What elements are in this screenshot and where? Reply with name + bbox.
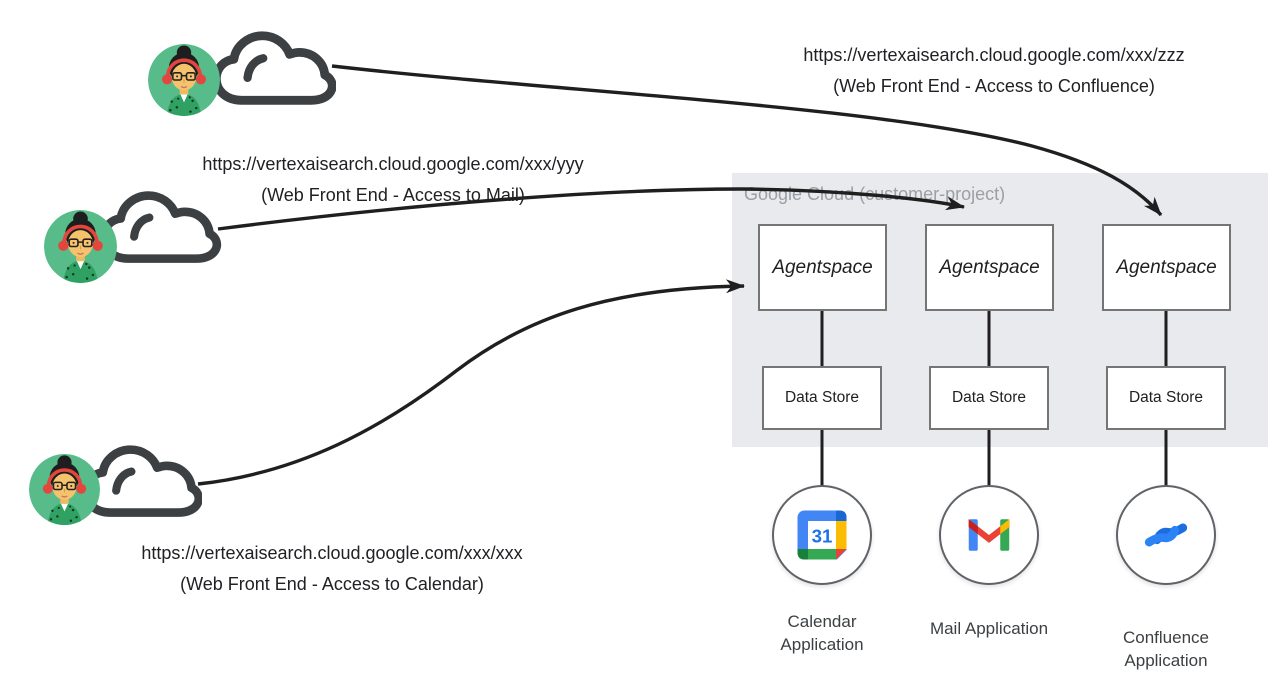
agentspace-box-mail: Agentspace bbox=[925, 224, 1054, 311]
google-cloud-container-label: Google Cloud (customer-project) bbox=[744, 184, 1006, 204]
agentspace-box-confluence: Agentspace bbox=[1102, 224, 1231, 311]
datastore-box-calendar: Data Store bbox=[762, 366, 882, 430]
gmail-icon bbox=[968, 519, 1010, 551]
confluence-request-text: https://vertexaisearch.cloud.google.com/… bbox=[744, 40, 1244, 102]
user-avatar-calendar bbox=[29, 454, 100, 525]
confluence-icon bbox=[1144, 523, 1188, 547]
calendar-app-label: Calendar Application bbox=[780, 612, 864, 654]
user-avatar-mail bbox=[44, 210, 117, 283]
svg-text:31: 31 bbox=[812, 526, 833, 547]
confluence-app-label: Confluence Application bbox=[1122, 628, 1209, 670]
calendar-request-url: https://vertexaisearch.cloud.google.com/… bbox=[141, 543, 523, 563]
google-calendar-icon: 31 bbox=[797, 510, 847, 560]
cloud-icon bbox=[208, 26, 336, 114]
user-avatar-confluence bbox=[148, 44, 220, 116]
arrow-calendar-request bbox=[197, 279, 745, 486]
confluence-request-caption: (Web Front End - Access to Confluence) bbox=[833, 76, 1155, 96]
datastore-box-mail: Data Store bbox=[929, 366, 1049, 430]
agentspace-box-calendar: Agentspace bbox=[758, 224, 887, 311]
datastore-box-confluence: Data Store bbox=[1106, 366, 1226, 430]
calendar-app-node: 31 bbox=[772, 485, 872, 585]
confluence-request-url: https://vertexaisearch.cloud.google.com/… bbox=[803, 45, 1185, 65]
calendar-request-text: https://vertexaisearch.cloud.google.com/… bbox=[82, 538, 582, 600]
calendar-request-caption: (Web Front End - Access to Calendar) bbox=[180, 574, 484, 594]
mail-request-url: https://vertexaisearch.cloud.google.com/… bbox=[202, 154, 584, 174]
mail-app-node bbox=[939, 485, 1039, 585]
mail-app-label: Mail Application bbox=[929, 619, 1049, 638]
confluence-app-node bbox=[1116, 485, 1216, 585]
